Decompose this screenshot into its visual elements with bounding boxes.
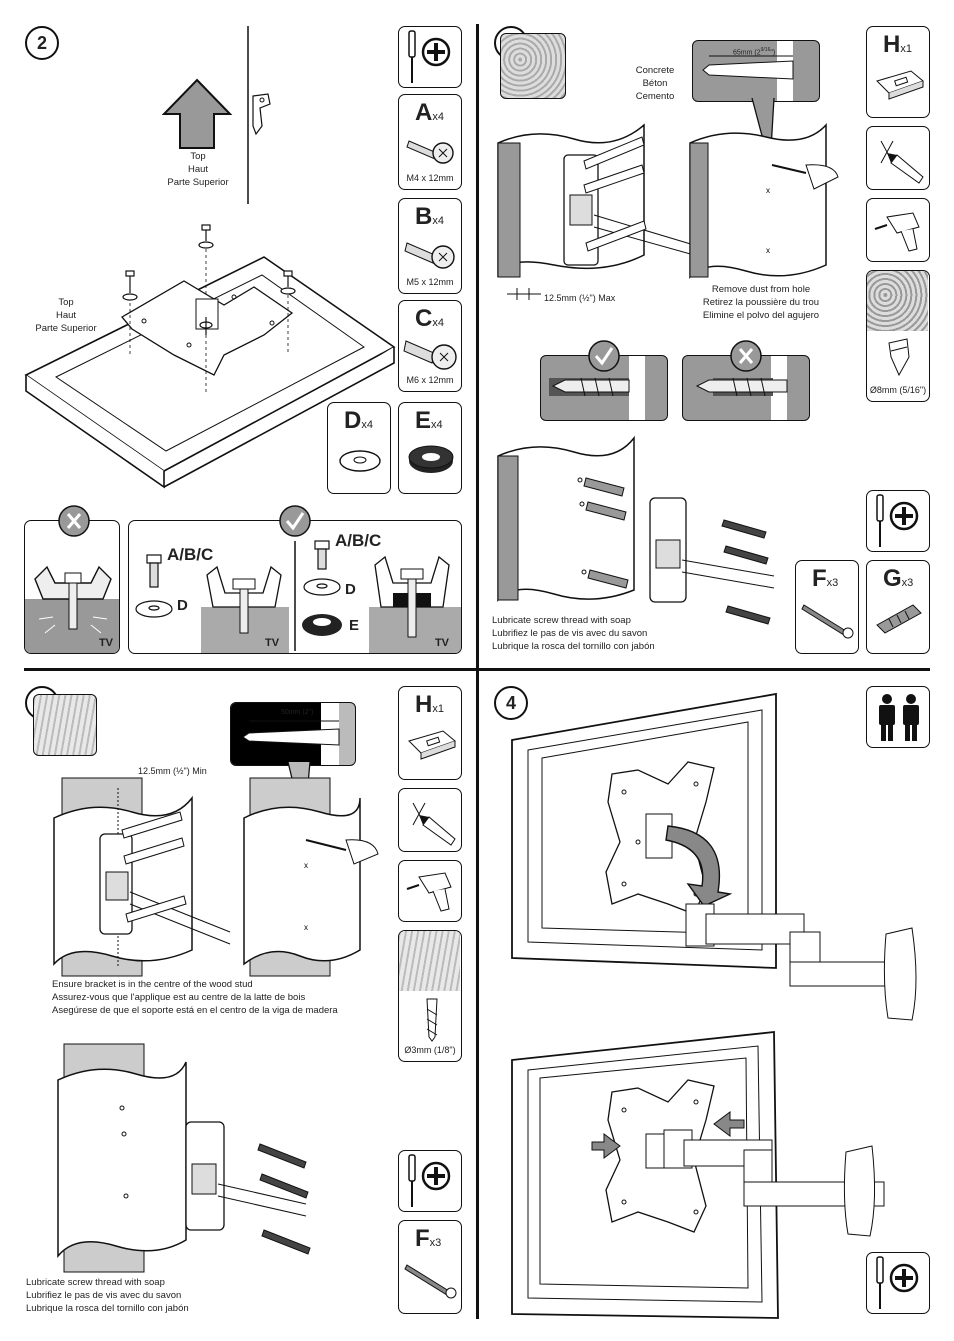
tv-label: TV [98, 637, 113, 649]
tv-hang-onto-arm-illustration [511, 692, 917, 1021]
screwdriver-icon [876, 494, 884, 547]
correct-check-icon-2 [588, 340, 620, 372]
concrete-bracket-screw-illustration [497, 435, 775, 625]
correct-mounting-box: A/B/C D A/B/C D E TV TV [128, 520, 462, 654]
screwdriver-icon [876, 1256, 884, 1309]
tv-label: TV [265, 637, 280, 649]
part-d-box: Dx4 [327, 402, 391, 494]
drill-depth-label: 65mm (29/16") [733, 47, 776, 57]
tv-back-plate-illustration [24, 224, 396, 489]
wall-plug-icon [876, 604, 922, 634]
incorrect-x-icon-2 [730, 340, 762, 372]
part-g-box: Gx3 [866, 560, 930, 654]
min-gap-label: 12.5mm (½") Min [138, 766, 207, 776]
part-e-box: Ex4 [398, 402, 462, 494]
part-f-box-wood: Fx3 [398, 1220, 462, 1314]
step-number-4: 4 [494, 686, 528, 720]
spirit-level-icon [408, 730, 456, 760]
incorrect-x-icon [58, 505, 90, 537]
wall-hook-illustration [247, 26, 271, 204]
incorrect-mounting-box: TV [24, 520, 120, 654]
drill-bit-size: Ø8mm (5/16") [869, 385, 927, 395]
power-drill-icon [874, 212, 920, 252]
concrete-wall-marking-illustration [497, 123, 695, 278]
wood-drill-depth-label: 50mm (2") [281, 709, 314, 716]
screw-m4-icon [406, 140, 454, 164]
phillips-plus-icon [421, 37, 451, 67]
tv-label: TV [434, 637, 449, 649]
wood-drill-bit-box: Ø3mm (1/8") [398, 930, 462, 1062]
phillips-screwdriver-box-2 [866, 490, 930, 552]
part-h-box-wood: Hx1 [398, 686, 462, 780]
wood-stud-marking-illustration [53, 777, 231, 977]
two-person-icon [879, 694, 919, 741]
pencil-icon [412, 802, 456, 846]
max-gap-label: 12.5mm (½") Max [544, 293, 616, 303]
gap-dimension [507, 288, 541, 300]
masonry-drill-bit-box: Ø8mm (5/16") [866, 270, 930, 402]
svg-text:x: x [766, 246, 770, 255]
wood-screw-icon [404, 1264, 457, 1299]
spirit-level-icon [876, 70, 924, 100]
washer-d-label: D [177, 597, 188, 614]
phillips-screwdriver-box-3 [398, 1150, 462, 1212]
phillips-plus-icon [421, 1161, 451, 1191]
pencil-marking-box [866, 126, 930, 190]
screw-m5-icon [404, 242, 455, 269]
screw-m6-icon [403, 340, 457, 370]
pencil-marking-box-wood [398, 788, 462, 852]
drill-tool-box [866, 198, 930, 262]
concrete-texture-swatch [500, 33, 566, 99]
wood-stud-note: Ensure bracket is in the centre of the w… [52, 979, 338, 1016]
correct-anchor-depth [540, 355, 668, 421]
wood-screw-icon [801, 604, 854, 639]
part-f-box: Fx3 [795, 560, 859, 654]
part-c-box: Cx4 M6 x 12mm [398, 300, 462, 392]
flat-washer-icon [339, 450, 381, 472]
washer-e-label: E [349, 617, 360, 634]
screwdriver-icon [408, 1154, 416, 1207]
svg-text:x: x [304, 861, 308, 870]
tv-secure-on-arm-illustration [511, 1031, 885, 1319]
phillips-screwdriver-box [398, 26, 462, 88]
phillips-plus-icon [889, 1263, 919, 1293]
screwdriver-icon [408, 30, 416, 83]
correct-check-icon [279, 505, 311, 537]
top-arrow-icon [161, 78, 233, 149]
concrete-drilling-illustration: xx [689, 123, 839, 279]
wood-stud-drilling-illustration: xx [243, 777, 379, 977]
svg-text:x: x [766, 186, 770, 195]
power-drill-icon [406, 872, 452, 912]
pencil-icon [880, 140, 924, 184]
step-number-2: 2 [25, 26, 59, 60]
combo-abc-label-2: A/B/C [335, 531, 382, 550]
wood-bracket-screw-illustration [57, 1043, 311, 1273]
wood-drill-depth-callout: 50mm (2") [230, 702, 356, 766]
wood-bit-icon [426, 998, 438, 1042]
phillips-plus-icon [889, 501, 919, 531]
part-b-box: Bx4 M5 x 12mm [398, 198, 462, 294]
part-h-box: Hx1 [866, 26, 930, 118]
spacer-washer-icon [408, 445, 454, 473]
combo-abc-label: A/B/C [167, 545, 214, 564]
wood-drill-bit-size: Ø3mm (1/8") [404, 1045, 456, 1055]
two-person-box [866, 686, 930, 748]
vertical-divider [476, 24, 479, 1319]
svg-text:x: x [304, 923, 308, 932]
phillips-screwdriver-box-4 [866, 1252, 930, 1314]
drill-depth-callout: 65mm (29/16") [692, 40, 820, 102]
wood-texture-swatch [33, 694, 97, 756]
part-a-box: Ax4 M4 x 12mm [398, 94, 462, 190]
masonry-bit-icon [888, 338, 910, 377]
washer-d-label-2: D [345, 581, 356, 598]
horizontal-divider [24, 668, 930, 671]
drill-tool-box-wood [398, 860, 462, 922]
